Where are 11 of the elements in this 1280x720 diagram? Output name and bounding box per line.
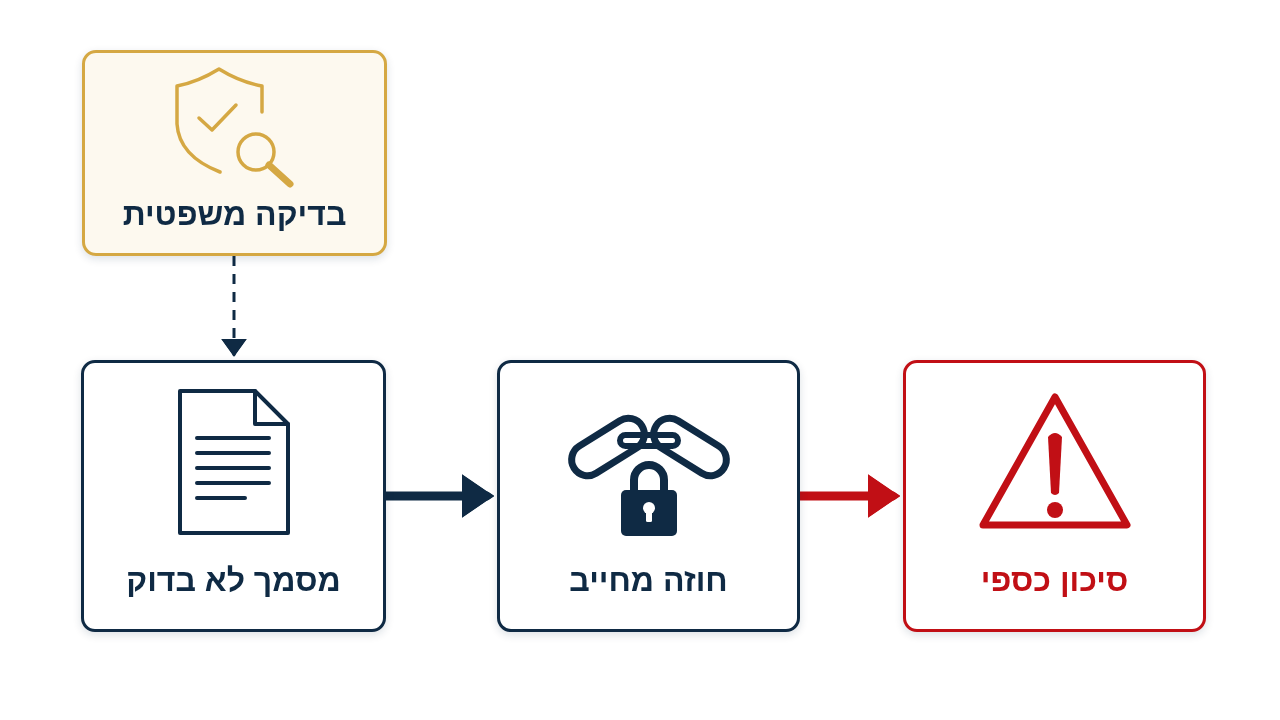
process-box	[82, 50, 387, 256]
node-label: מסמך לא בדוק	[126, 561, 341, 600]
process-box	[497, 360, 800, 632]
node-label: סיכון כספי	[980, 561, 1129, 600]
node-label: בדיקה משפטית	[122, 195, 347, 234]
process-box	[81, 360, 386, 632]
arrow	[800, 474, 900, 518]
dashed-arrow	[221, 256, 247, 357]
process-box	[903, 360, 1206, 632]
node-label: חוזה מחייב	[569, 561, 728, 600]
arrow	[386, 474, 494, 518]
